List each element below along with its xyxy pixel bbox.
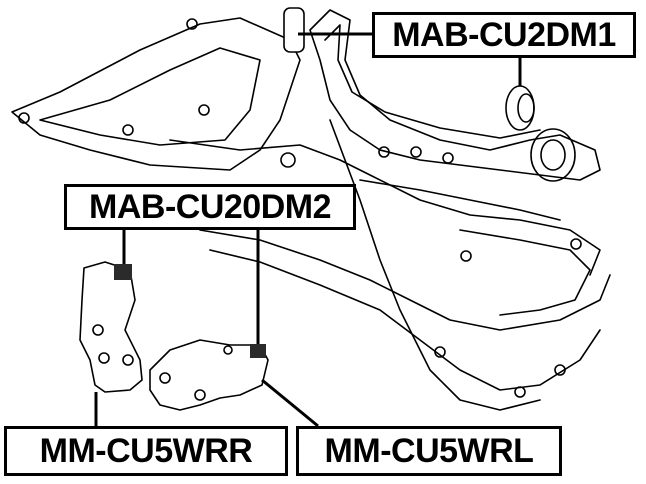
leader-bottom-right — [261, 378, 319, 428]
bracket-left-hole-1 — [92, 324, 104, 336]
bolt-hole-7 — [410, 146, 422, 158]
crossmember-upper — [169, 139, 601, 276]
crossmember-lower — [199, 229, 611, 331]
loose-bushing-side — [505, 85, 535, 131]
loose-bushing-face — [517, 93, 535, 123]
rail-left — [329, 119, 541, 411]
bolt-hole-1 — [18, 112, 30, 124]
rail-side — [459, 229, 591, 316]
bolt-hole-4 — [198, 104, 210, 116]
control-arm — [309, 9, 601, 181]
part-label-mm-cu5wrl: MM-CU5WRL — [296, 426, 562, 476]
bolt-hole-12 — [554, 364, 566, 376]
arm-bushing-outer — [530, 128, 576, 182]
bracket-right-hole-2 — [194, 389, 206, 401]
mount-bracket-right — [149, 339, 269, 411]
bolt-hole-13 — [514, 386, 526, 398]
part-label-mm-cu5wrr: MM-CU5WRR — [4, 426, 288, 476]
bolt-hole-8 — [442, 152, 454, 164]
bolt-hole-10 — [570, 238, 582, 250]
bolt-hole-6 — [378, 146, 390, 158]
part-label-mab-cu20dm2: MAB-CU20DM2 — [64, 184, 356, 230]
rail-mid — [359, 179, 561, 221]
mount-bushing-left — [114, 264, 132, 280]
bracket-right-hole-3 — [223, 345, 233, 355]
arm-bushing-inner — [540, 139, 566, 171]
control-arm-inner — [324, 24, 541, 139]
part-label-mab-cu2dm1: MAB-CU2DM1 — [372, 12, 636, 58]
bracket-left-hole-3 — [122, 354, 134, 366]
mount-bracket-left — [79, 261, 143, 393]
bolt-hole-9 — [460, 250, 472, 262]
crossmember-bottom — [209, 249, 601, 391]
arm-bushing-top — [283, 7, 305, 53]
bolt-hole-11 — [434, 346, 446, 358]
subframe-outline — [11, 17, 301, 171]
bracket-right-hole-1 — [159, 372, 171, 384]
subframe-inner — [39, 47, 261, 146]
mount-bushing-right — [250, 344, 266, 358]
bolt-hole-3 — [186, 18, 198, 30]
bolt-hole-2 — [122, 124, 134, 136]
bolt-hole-5 — [280, 152, 296, 168]
bracket-left-hole-2 — [98, 352, 110, 364]
